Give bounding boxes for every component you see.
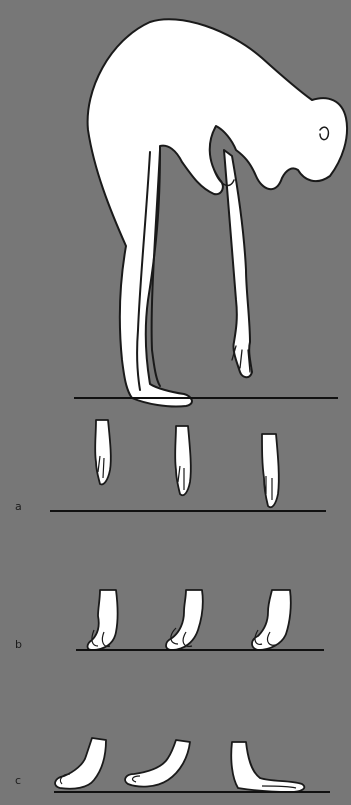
- hand-c1: [55, 738, 106, 789]
- panel-label-b: b: [15, 638, 22, 651]
- forward-bend-figure: [88, 19, 347, 406]
- hand-a3: [262, 434, 279, 507]
- hand-c2: [125, 740, 190, 787]
- hand-c3: [231, 742, 304, 792]
- panel-b-hands: [88, 590, 291, 650]
- hand-a2: [175, 426, 191, 495]
- panel-label-a: a: [15, 500, 22, 513]
- panel-c-hands: [55, 738, 304, 792]
- panel-a-hands: [95, 420, 279, 507]
- panel-label-c: c: [15, 774, 21, 787]
- hand-b3: [252, 590, 291, 650]
